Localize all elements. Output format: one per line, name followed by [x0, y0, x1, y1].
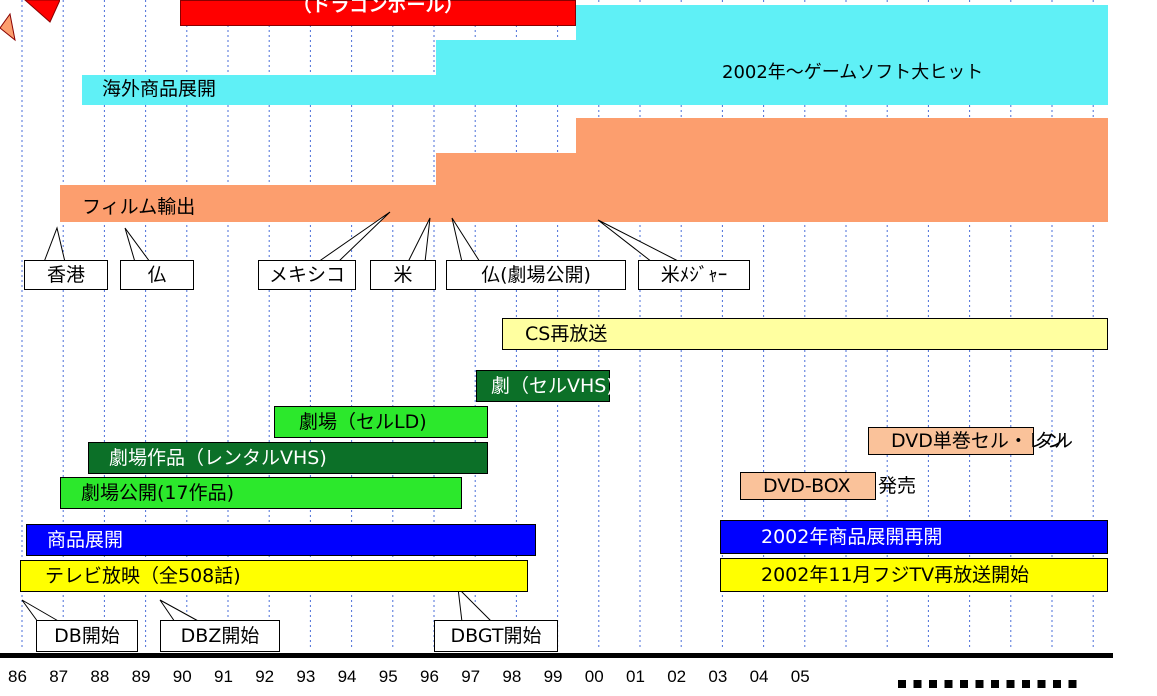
- continuation-dot: [975, 680, 984, 688]
- continuation-dots: [898, 680, 1077, 688]
- year-tick-label: 93: [296, 667, 316, 686]
- callout-dbz-start: DBZ開始: [160, 620, 280, 652]
- dvd-single-suffix: タル: [1035, 430, 1074, 452]
- year-tick-label: 91: [214, 667, 233, 686]
- theater-sell-vhs-bar: 劇（セルVHS): [476, 370, 614, 402]
- year-tick-label: 94: [337, 667, 357, 686]
- callout-hongkong: 香港: [24, 260, 108, 290]
- year-tick-label: 98: [502, 667, 522, 686]
- year-tick-label: 96: [420, 667, 439, 686]
- year-tick-label: 92: [255, 667, 275, 686]
- callout-france-theater: 仏(劇場公開): [446, 260, 626, 290]
- callout-usa-major: 米ﾒｼﾞｬｰ: [638, 260, 750, 290]
- merchandise-bar: 商品展開: [26, 524, 536, 556]
- year-tick-label: 90: [172, 667, 192, 686]
- theater-rental-vhs-bar: 劇場作品（レンタルVHS): [88, 442, 488, 474]
- year-tick-label: 89: [131, 667, 151, 686]
- year-tick-label: 00: [584, 667, 604, 686]
- continuation-dot: [960, 680, 968, 688]
- continuation-dot: [913, 680, 922, 688]
- callout-dbgt-start: DBGT開始: [434, 620, 558, 652]
- continuation-dot: [898, 680, 906, 688]
- continuation-dot: [1053, 680, 1061, 688]
- year-tick-label: 86: [8, 667, 27, 686]
- game-hit-label: 2002年～ゲームソフト大ヒット: [722, 62, 984, 83]
- year-tick-label: 95: [378, 667, 398, 686]
- cs-rebroadcast-bar: CS再放送: [502, 318, 1108, 350]
- dvd-box-bar: DVD-BOX: [740, 472, 876, 500]
- theater-sell-ld-bar: 劇場（セルLD): [274, 406, 488, 438]
- film-export-band: [60, 118, 1108, 222]
- continuation-dot: [1006, 680, 1015, 688]
- year-tick-label: 88: [90, 667, 110, 686]
- tv-broadcast-bar: テレビ放映（全508話): [20, 560, 528, 592]
- continuation-dot: [944, 680, 953, 688]
- fuji-rebroadcast-bar: 2002年11月フジTV再放送開始: [720, 558, 1108, 592]
- merchandise-resume-bar: 2002年商品展開再開: [720, 520, 1108, 554]
- arrow-icon: [0, 0, 60, 42]
- year-tick-label: 04: [749, 667, 769, 686]
- callout-db-start: DB開始: [36, 620, 138, 652]
- overseas-goods-label: 海外商品展開: [102, 78, 217, 100]
- continuation-dot: [1068, 680, 1077, 688]
- overseas-goods-band: [82, 5, 1108, 105]
- theater-release-bar: 劇場公開(17作品): [60, 477, 462, 509]
- dvd-box-suffix: 発売: [878, 475, 917, 497]
- year-tick-label: 99: [543, 667, 563, 686]
- continuation-dot: [991, 680, 999, 688]
- continuation-dot: [1037, 680, 1046, 688]
- continuation-dot: [1022, 680, 1030, 688]
- callout-usa: 米: [370, 260, 436, 290]
- year-tick-label: 97: [461, 667, 481, 686]
- year-tick-label: 03: [708, 667, 728, 686]
- year-tick-label: 02: [667, 667, 687, 686]
- callout-france: 仏: [120, 260, 194, 290]
- dvd-single-bar: DVD単巻セル・レン: [868, 427, 1066, 455]
- year-tick-label: 01: [626, 667, 645, 686]
- continuation-dot: [929, 680, 937, 688]
- callout-mexico: メキシコ: [258, 260, 356, 290]
- year-tick-label: 05: [790, 667, 810, 686]
- film-export-label: フィルム輸出: [82, 196, 196, 218]
- timeline-axis: [0, 653, 1113, 658]
- year-tick-label: 87: [49, 667, 69, 686]
